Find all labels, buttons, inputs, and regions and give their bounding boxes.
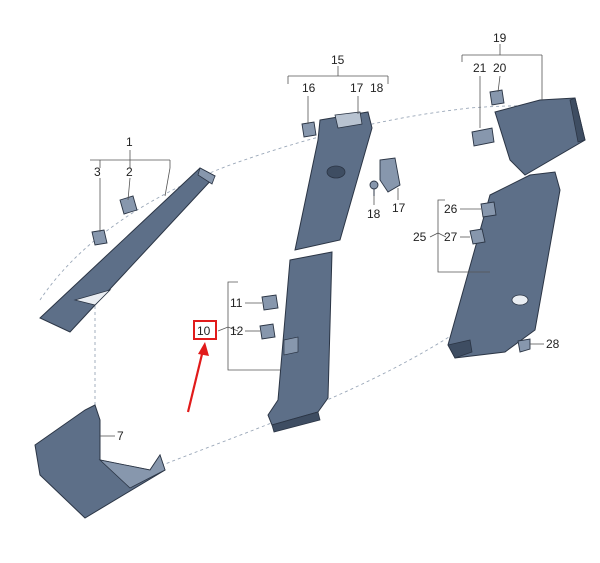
callout-1: 1 [126, 135, 133, 149]
callout-27: 27 [444, 230, 458, 244]
sill-trim-part-7[interactable] [34, 404, 166, 519]
b-pillar-lower-trim-part-10[interactable] [267, 251, 333, 433]
clip-part-26[interactable] [480, 201, 497, 218]
b-pillar-upper-trim-part-15[interactable] [294, 111, 373, 251]
callout-12: 12 [230, 324, 244, 338]
callout-16: 16 [302, 81, 316, 95]
c-pillar-lower-trim-part-25[interactable] [447, 171, 561, 359]
lower-outline-guide [94, 300, 461, 471]
callout-18-bottom: 18 [367, 207, 381, 221]
callout-21: 21 [473, 61, 487, 75]
clip-part-2[interactable] [119, 195, 138, 215]
callout-17-top: 17 [350, 81, 364, 95]
callout-11: 11 [230, 296, 243, 310]
callout-25: 25 [413, 230, 427, 244]
clip-part-11[interactable] [261, 294, 279, 311]
callout-20: 20 [493, 61, 507, 75]
callout-2: 2 [126, 165, 133, 179]
clip-part-28[interactable] [517, 338, 531, 353]
red-pointer-arrow [186, 342, 209, 413]
clip-part-3[interactable] [91, 229, 108, 246]
callout-28: 28 [546, 337, 560, 351]
callout-17-bottom: 17 [392, 201, 406, 215]
clip-part-27[interactable] [469, 228, 486, 245]
highlight-box-callout-10 [193, 320, 217, 340]
screw-part-18[interactable] [369, 180, 379, 196]
callout-26: 26 [444, 202, 458, 216]
callout-3: 3 [94, 165, 101, 179]
clip-part-21[interactable] [471, 127, 495, 147]
leader-lines [90, 44, 544, 437]
callout-15: 15 [331, 53, 345, 67]
c-pillar-upper-trim-part-19[interactable] [494, 97, 586, 176]
clip-part-20[interactable] [489, 89, 505, 106]
a-pillar-trim-part-1[interactable] [39, 167, 216, 333]
callout-10: 10 [197, 324, 211, 338]
callout-19: 19 [493, 31, 507, 45]
callout-7: 7 [117, 429, 124, 443]
belt-guide-part-17[interactable] [379, 157, 401, 193]
callout-18-top: 18 [370, 81, 384, 95]
clip-part-12[interactable] [259, 323, 276, 340]
clip-part-16[interactable] [301, 121, 317, 138]
